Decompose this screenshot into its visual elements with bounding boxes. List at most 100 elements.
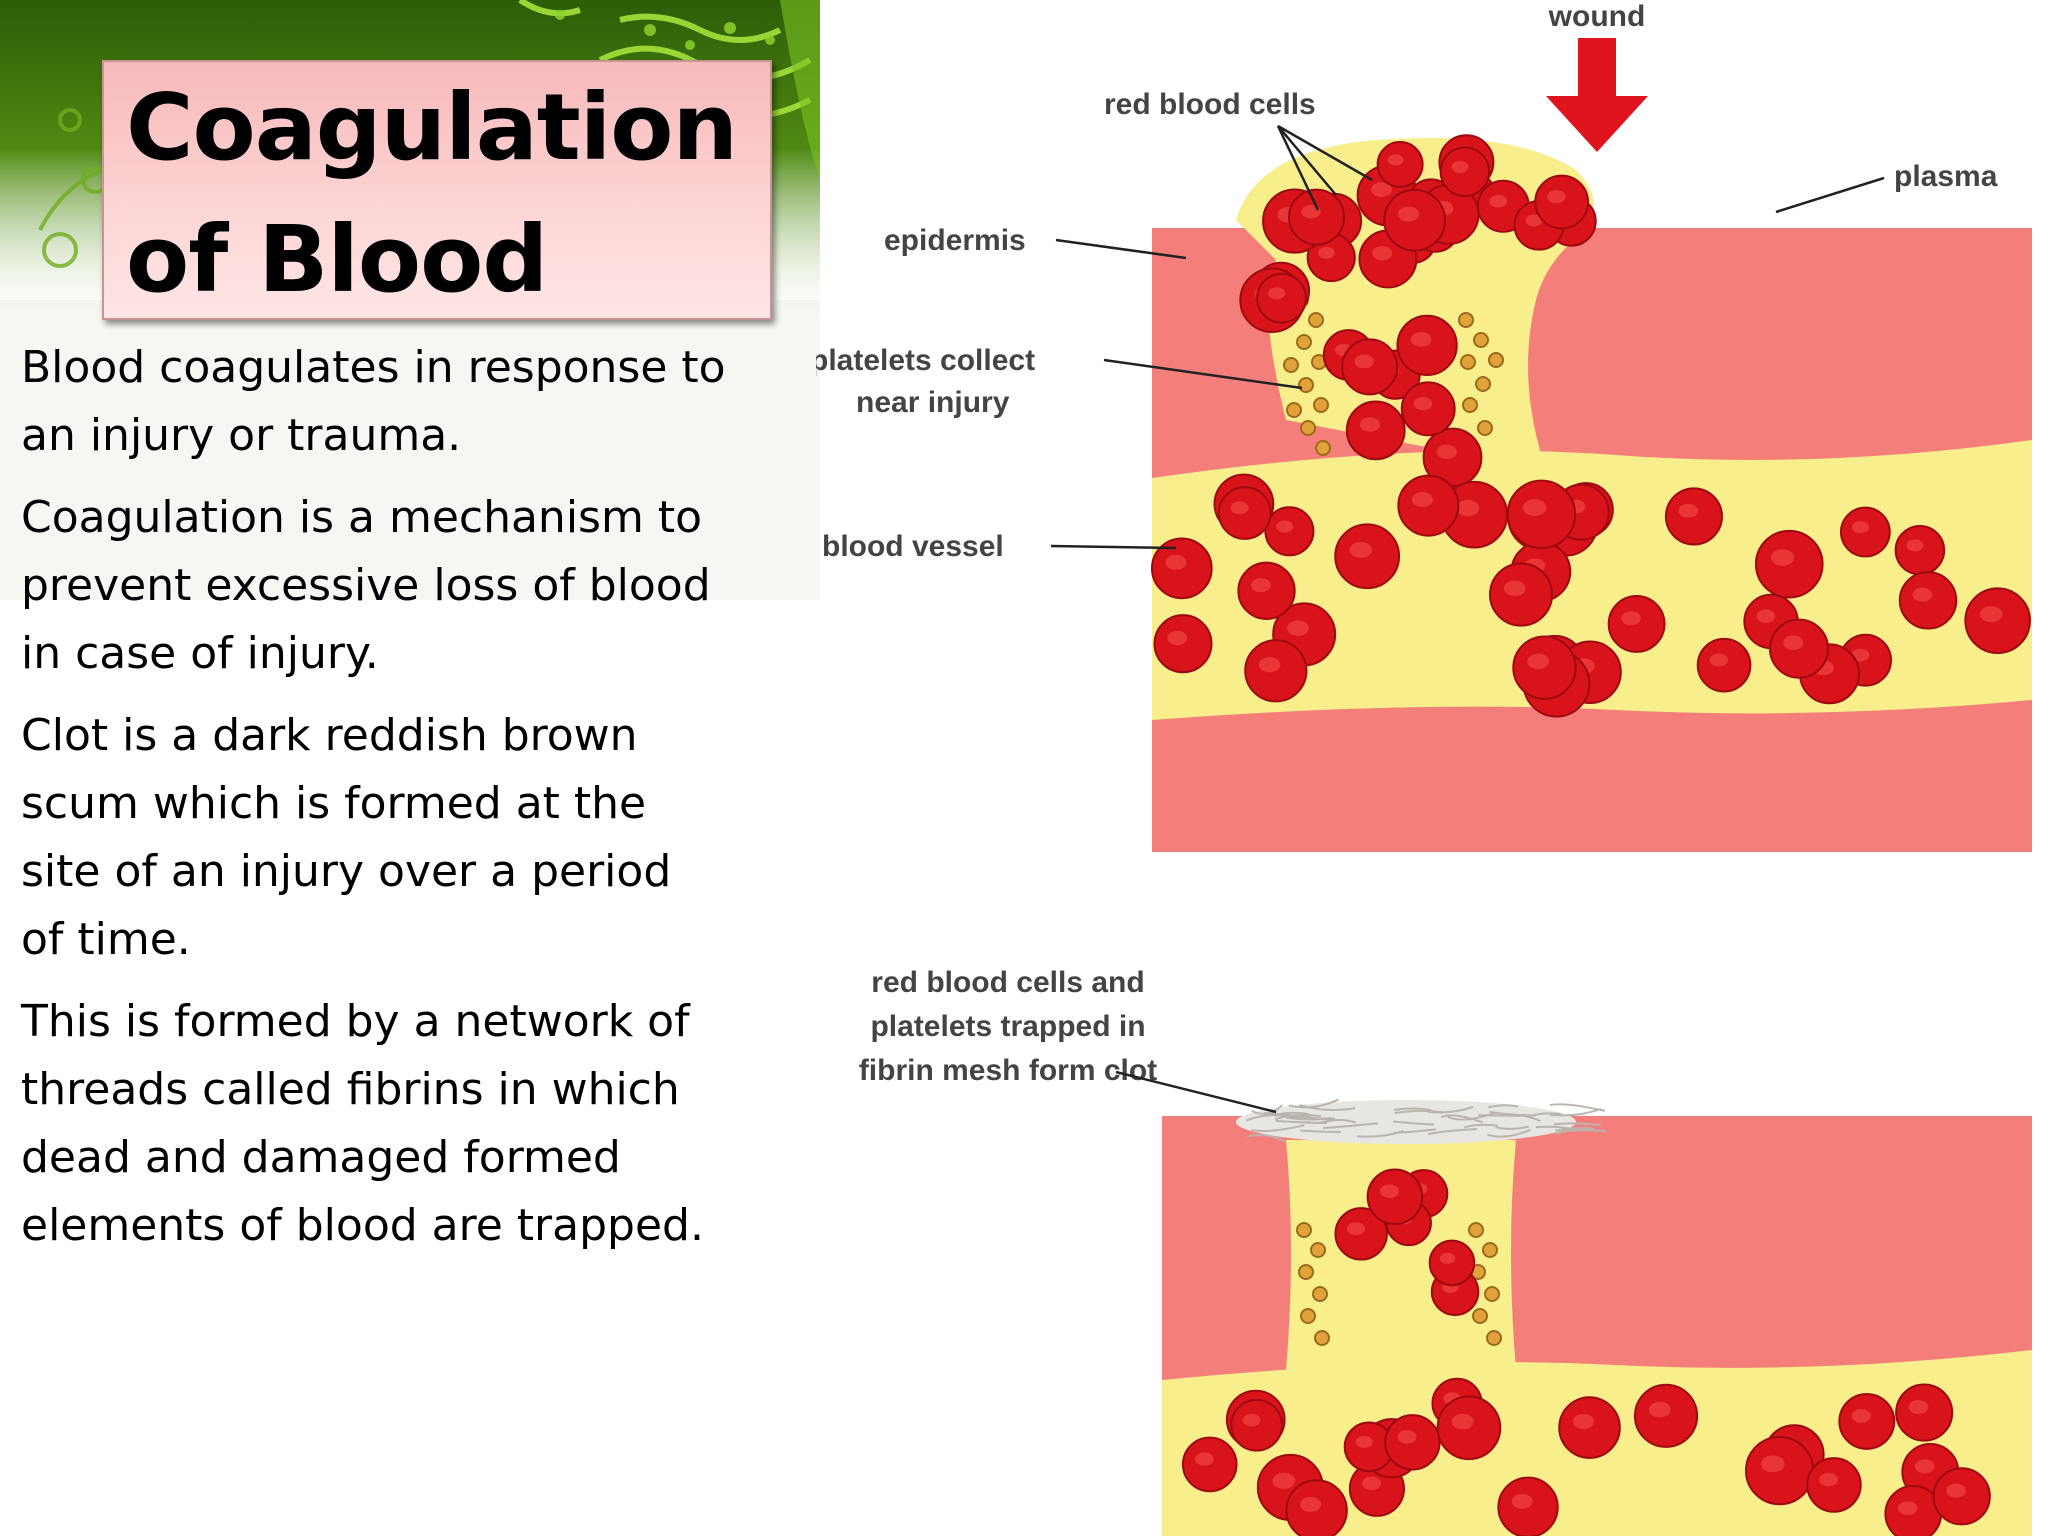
label-wound: wound <box>1548 0 1646 33</box>
fibrin-mesh-clot <box>1236 1098 1607 1144</box>
label-clot-2: platelets trapped in <box>870 1010 1145 1043</box>
label-clot-1: red blood cells and <box>871 966 1144 999</box>
fibrin-thread <box>1554 1126 1595 1132</box>
red-blood-cell-highlight <box>1451 1413 1474 1430</box>
fibrin-thread <box>1247 1134 1285 1143</box>
fibrin-thread <box>1251 1104 1283 1115</box>
fibrin-thread <box>1287 1114 1336 1120</box>
fibrin-thread <box>1488 1104 1519 1109</box>
fibrin-thread <box>1495 1125 1529 1130</box>
fibrin-thread <box>1394 1109 1444 1115</box>
red-blood-cell-highlight <box>1436 444 1457 460</box>
fibrin-thread <box>1274 1111 1310 1118</box>
bullet-list: Blood coagulates in response to an injur… <box>21 334 811 1274</box>
red-blood-cell-highlight <box>1413 396 1433 411</box>
red-blood-cell-highlight <box>1167 630 1188 646</box>
label-plasma: plasma <box>1894 160 1998 193</box>
red-blood-cell-highlight <box>1525 214 1543 227</box>
red-blood-cell-highlight <box>1709 653 1729 667</box>
red-blood-cell-highlight <box>1451 160 1469 173</box>
red-blood-cell-highlight <box>1242 1413 1261 1427</box>
fibrin-thread <box>1275 1119 1327 1125</box>
fibrin-thread <box>1447 1111 1496 1121</box>
red-blood-cell-highlight <box>1397 206 1420 222</box>
fibrin-thread <box>1428 1106 1474 1114</box>
fibrin-thread <box>1299 1104 1356 1111</box>
fibrin-thread <box>1274 1114 1321 1121</box>
label-epidermis: epidermis <box>884 224 1026 257</box>
red-blood-cell-highlight <box>1349 541 1372 558</box>
label-platelets-1: platelets collect <box>816 344 1035 377</box>
red-blood-cell-highlight <box>1946 1483 1966 1498</box>
red-blood-cell-highlight <box>1819 1472 1838 1487</box>
slide-title: Coagulation of Blood <box>126 74 738 313</box>
red-blood-cell-highlight <box>1756 609 1776 623</box>
pointer-lines <box>1050 124 1885 550</box>
red-blood-cell-highlight <box>1397 1430 1417 1444</box>
bullet-item: Blood coagulates in response to an injur… <box>21 342 726 461</box>
red-blood-cell-highlight <box>1347 1222 1366 1236</box>
red-blood-cell-highlight <box>1354 354 1374 369</box>
title-box: Coagulation of Blood <box>102 60 772 320</box>
red-blood-cell-highlight <box>1195 1452 1214 1466</box>
red-blood-cells-bottom <box>1181 1168 1991 1536</box>
red-blood-cell-highlight <box>1372 246 1393 261</box>
red-blood-cell-highlight <box>1503 580 1526 597</box>
wound-arrow-icon <box>1546 38 1648 152</box>
red-blood-cell-highlight <box>1258 657 1281 673</box>
red-blood-cell-highlight <box>1355 1435 1373 1449</box>
red-blood-cell-highlight <box>1912 587 1933 602</box>
red-blood-cell-highlight <box>1362 1476 1381 1491</box>
bullet-item: This is formed by a network of threads c… <box>21 996 704 1251</box>
red-blood-cell-highlight <box>1456 499 1480 517</box>
red-blood-cell-highlight <box>1678 503 1699 518</box>
red-blood-cell-highlight <box>1979 606 2003 623</box>
red-blood-cell-highlight <box>1318 246 1335 259</box>
red-blood-cell-highlight <box>1851 1409 1871 1423</box>
red-blood-cell-highlight <box>1489 194 1508 208</box>
fibrin-thread <box>1300 1129 1341 1134</box>
fibrin-thread <box>1288 1098 1339 1109</box>
red-blood-cell-highlight <box>1165 554 1187 570</box>
red-blood-cell-highlight <box>1648 1401 1671 1418</box>
fibrin-thread <box>1393 1107 1432 1112</box>
fibrin-thread <box>1393 1128 1437 1134</box>
pointer-line-clot <box>1115 1070 1277 1114</box>
red-blood-cell-highlight <box>1251 578 1271 593</box>
red-blood-cell-highlight <box>1379 1184 1399 1199</box>
red-blood-cell-highlight <box>1851 648 1870 662</box>
red-blood-cell-highlight <box>1783 635 1804 651</box>
red-blood-cell-highlight <box>1621 611 1641 626</box>
fibrin-thread <box>1428 1127 1477 1136</box>
red-blood-cell-highlight <box>1511 1493 1533 1509</box>
red-blood-cell-highlight <box>1439 1252 1456 1265</box>
fibrin-thread <box>1549 1103 1606 1112</box>
red-blood-cell-highlight <box>1359 417 1381 432</box>
red-blood-cell-highlight <box>1411 492 1433 508</box>
red-blood-cell-highlight <box>1230 501 1249 515</box>
red-blood-cells-top <box>1150 134 2031 718</box>
red-blood-cell-highlight <box>1761 1455 1785 1473</box>
fibrin-thread <box>1440 1114 1483 1124</box>
red-blood-cell-highlight <box>1897 1501 1918 1516</box>
label-red-blood-cells: red blood cells <box>1104 88 1316 121</box>
red-blood-cell-highlight <box>1908 1399 1929 1414</box>
fibrin-thread <box>1489 1110 1537 1117</box>
red-blood-cell-highlight <box>1371 182 1392 198</box>
red-blood-cell-highlight <box>1276 520 1294 533</box>
fibrin-thread <box>1322 1122 1379 1130</box>
coagulation-diagram: wound red blood cells plasma epidermis p… <box>816 0 2032 1536</box>
fibrin-thread <box>1486 1128 1531 1138</box>
fibrin-thread <box>1555 1129 1607 1135</box>
red-blood-cell-highlight <box>1522 499 1547 517</box>
fibrin-thread <box>1549 1107 1602 1117</box>
label-blood-vessel: blood vessel <box>822 530 1004 563</box>
red-blood-cell-highlight <box>1572 1413 1595 1430</box>
fibrin-thread <box>1553 1122 1601 1127</box>
red-blood-cell-highlight <box>1527 653 1550 670</box>
red-blood-cell-highlight <box>1300 1496 1322 1512</box>
platelet-cluster-bottom <box>1296 1222 1502 1346</box>
label-platelets-2: near injury <box>856 386 1010 419</box>
label-clot-3: fibrin mesh form clot <box>859 1054 1157 1087</box>
